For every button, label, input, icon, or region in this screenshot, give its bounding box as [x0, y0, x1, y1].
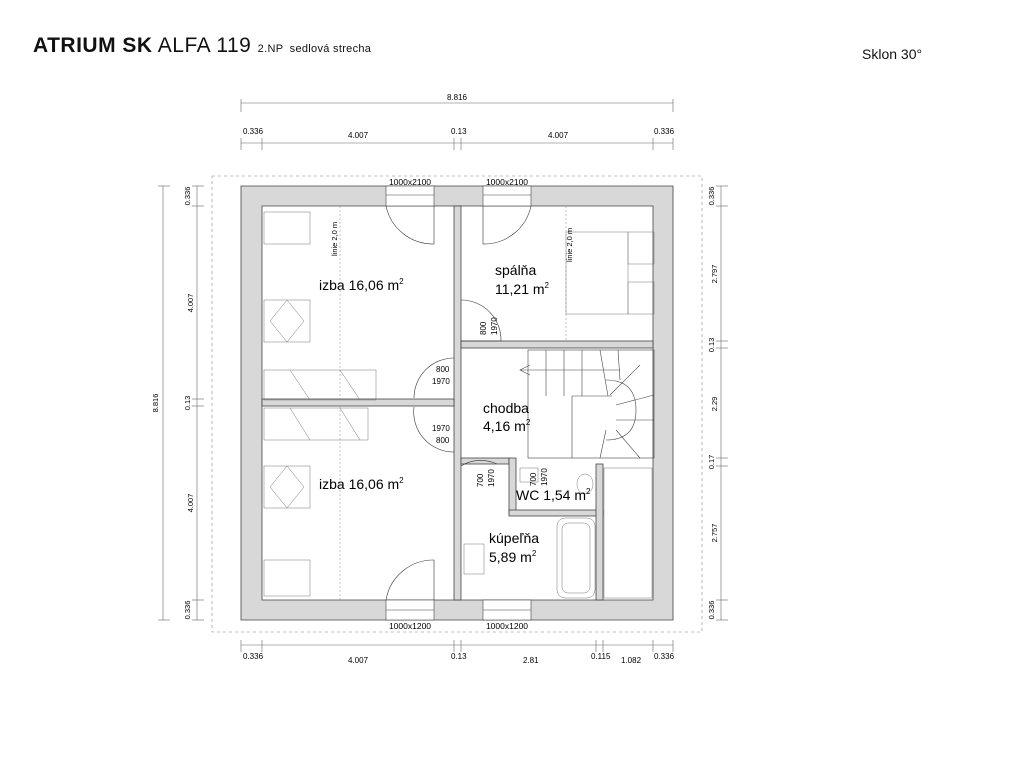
plan-title: ATRIUM SK ALFA 119 2.NP sedlová strecha	[33, 34, 371, 58]
furniture	[263, 211, 655, 599]
dim-bottom-0: 0.336	[243, 652, 264, 661]
dim-top-2: 0.13	[451, 127, 467, 136]
dim-bottom-1: 4.007	[348, 656, 369, 665]
room-wc-label: WC 1,54 m2	[516, 487, 591, 503]
room-spalna-name: spálňa	[495, 262, 536, 278]
dim-top-4: 0.336	[654, 127, 675, 136]
dim-overall-left: 8.816	[151, 394, 160, 413]
roof-height-lines	[339, 206, 567, 600]
title-model: ALFA 119	[157, 34, 252, 57]
dim-bottom-6: 0.336	[654, 652, 675, 661]
window-glazing	[386, 194, 531, 611]
title-brand: ATRIUM SK	[33, 34, 153, 57]
dim-right-6: 0.336	[707, 601, 716, 620]
window-label-bottom-left: 1000x1200	[389, 621, 431, 631]
dim-right-3: 2.29	[710, 397, 719, 412]
room-chodba-area: 4,16 m2	[483, 418, 531, 434]
dim-left-4: 0.336	[183, 601, 192, 620]
dim-left-1: 4.007	[186, 294, 195, 313]
dim-top-3: 4.007	[548, 131, 569, 140]
dim-right-0: 0.336	[707, 187, 716, 206]
window-label-top-left: 1000x2100	[389, 177, 431, 187]
roof-outline	[211, 175, 703, 633]
dim-bottom-3: 2.81	[523, 656, 539, 665]
dim-overall-top: 8.816	[447, 93, 468, 102]
room-kupelna-area: 5,89 m2	[489, 549, 537, 565]
dim-top-1: 4.007	[348, 131, 369, 140]
dim-left-2: 0.13	[183, 396, 192, 411]
dim-right-2: 0.13	[707, 338, 716, 353]
window-label-top-right: 1000x2100	[486, 177, 528, 187]
door-bedroom-width: 800	[479, 321, 488, 335]
dimension-lines	[158, 99, 728, 652]
door-bath-width: 700	[476, 473, 485, 487]
dim-bottom-5: 1.082	[621, 656, 642, 665]
room-izba-top-label: izba 16,06 m2	[319, 277, 404, 293]
door-wc-height: 1970	[540, 468, 549, 486]
dim-left-3: 4.007	[186, 494, 195, 513]
door-bedroom-height: 1970	[490, 317, 499, 335]
dim-left-0: 0.336	[183, 187, 192, 206]
line-label-bedroom: linie 2,0 m	[565, 228, 574, 262]
dim-bottom-4: 0.115	[591, 652, 611, 661]
window-label-bottom-right: 1000x1200	[486, 621, 528, 631]
door-room-top-height: 1970	[432, 377, 450, 386]
dim-right-1: 2.797	[710, 265, 719, 284]
door-wc-width: 700	[529, 472, 538, 486]
title-floor: 2.NP	[257, 43, 284, 55]
door-room-bottom-height: 1970	[432, 424, 450, 433]
interior-walls	[261, 205, 654, 601]
door-room-bottom-width: 800	[436, 436, 450, 445]
dim-right-5: 2.757	[710, 524, 719, 543]
room-chodba-name: chodba	[483, 400, 529, 416]
room-kupelna-name: kúpeľňa	[489, 530, 539, 546]
room-spalna-area: 11,21 m2	[495, 281, 550, 297]
line-label-room-top: linie 2,0 m	[330, 222, 339, 256]
door-room-top-width: 800	[436, 365, 450, 374]
title-roof: sedlová strecha	[289, 43, 372, 55]
door-swings	[385, 205, 532, 601]
staircase	[519, 349, 655, 459]
door-bath-height: 1970	[487, 469, 496, 487]
dim-right-4: 0.17	[707, 455, 716, 470]
room-izba-bottom-label: izba 16,06 m2	[319, 476, 404, 492]
roof-slope: Sklon 30°	[862, 46, 923, 62]
dim-bottom-2: 0.13	[451, 652, 467, 661]
dim-top-0: 0.336	[243, 127, 264, 136]
